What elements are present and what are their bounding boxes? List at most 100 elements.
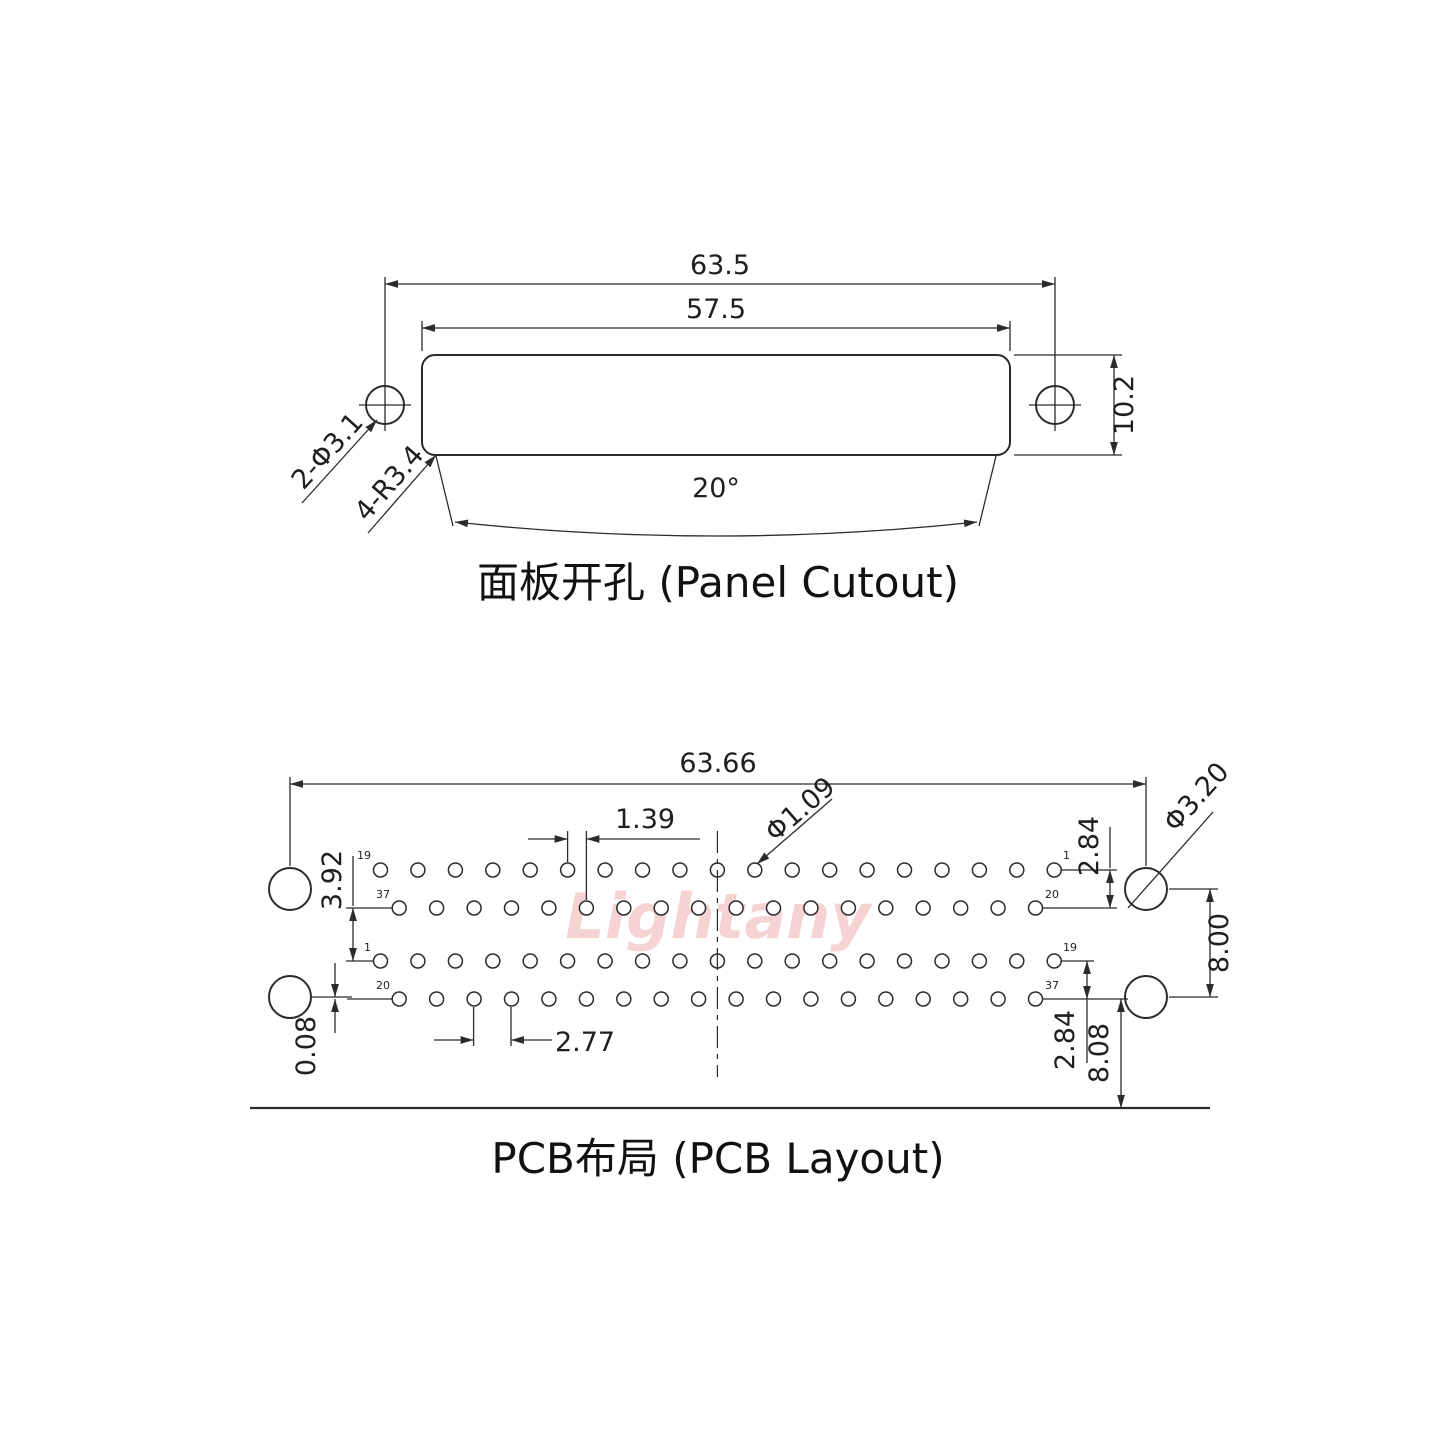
pin-hole (859, 862, 875, 878)
angle-flank-lines (435, 455, 997, 527)
dim-value: 2.84 (1050, 1010, 1081, 1070)
dim-mount-pitch-8-00: 8.00 (1169, 888, 1235, 998)
pin-hole (934, 862, 950, 878)
pin-hole (840, 991, 857, 1007)
pin-hole (934, 953, 950, 969)
crosshair (1029, 379, 1081, 431)
pin-hole (1046, 953, 1062, 969)
pin-hole (503, 900, 520, 916)
pcb-mount-hole-bottom-left (268, 975, 312, 1019)
pin-hole (747, 862, 763, 878)
extension-lines (421, 321, 1011, 351)
pin-hole (840, 900, 857, 916)
dim-value: 10.2 (1109, 375, 1140, 435)
watermark-text-bottom: Lightany (565, 880, 873, 953)
diameter-line (1127, 811, 1214, 909)
dim-row-pitch-top-2-84: 2.84 (1043, 816, 1117, 909)
pin-hole (466, 991, 482, 1007)
dim-angle-20deg: 20° (435, 455, 997, 537)
pin-hole (690, 900, 707, 916)
pin-hole (466, 900, 482, 916)
pin-label-row2-left: 37 (376, 888, 390, 901)
dim-mount-row-offset-0-08: 0.08 (291, 963, 392, 1076)
pin-label-row1-right: 1 (1063, 849, 1070, 862)
dim-half-pitch-1-39: 1.39 (528, 804, 700, 900)
dim-value: 2.77 (555, 1027, 615, 1058)
pin-hole (878, 900, 894, 916)
dim-overall-width-63-66: 63.66 (289, 748, 1147, 866)
pin-hole (559, 953, 576, 969)
pin-label-row4-right: 37 (1045, 979, 1059, 992)
pin-hole (784, 953, 800, 969)
pin-hole (765, 991, 782, 1007)
pin-hole (1046, 862, 1062, 878)
pin-hole (952, 900, 969, 916)
pin-hole (503, 991, 520, 1007)
dim-pin-pitch-2-77: 2.77 (434, 1007, 615, 1058)
pin-hole (896, 862, 913, 878)
pin-hole (522, 862, 538, 878)
pin-hole (1009, 862, 1025, 878)
pcb-mount-hole-top-left (268, 867, 312, 911)
extension-lines (384, 277, 1056, 379)
leader-line (301, 419, 378, 504)
angle-arc (454, 519, 978, 537)
pin-hole (821, 953, 838, 969)
dim-height-10-2: 10.2 (1014, 354, 1140, 456)
dim-value: 20° (692, 473, 740, 504)
pin-hole (578, 900, 595, 916)
pin-hole (634, 862, 651, 878)
dim-overall-width-63-5: 63.5 (384, 250, 1056, 379)
callout-corner-radius: 4-R3.4 (349, 440, 437, 534)
extension-lines (289, 777, 1147, 866)
pin-hole (485, 953, 501, 969)
dim-value: 8.00 (1204, 913, 1235, 973)
dim-inner-width-57-5: 57.5 (421, 294, 1011, 351)
callout-text: 4-R3.4 (349, 440, 431, 527)
pin-hole (541, 991, 557, 1007)
pin-hole (597, 953, 613, 969)
callout-pin-hole-diameter: Φ1.09 (756, 771, 842, 865)
callout-text: Φ3.20 (1158, 757, 1235, 838)
pin-hole (728, 900, 744, 916)
pin-hole (784, 862, 800, 878)
pin-hole (878, 991, 894, 1007)
pin-label-row2-right: 20 (1045, 888, 1059, 901)
pin-hole (541, 900, 557, 916)
pin-hole (634, 953, 651, 969)
pin-hole (428, 900, 445, 916)
panel-mount-hole-left (359, 379, 411, 431)
pin-hole (672, 862, 688, 878)
extension-lines (1014, 354, 1122, 456)
pin-hole (990, 900, 1006, 916)
pin-hole (690, 991, 707, 1007)
crosshair (359, 379, 411, 431)
pcb-layout-drawing: Lightany 63.66 19 37 1 20 1 20 19 37 1.3 (250, 748, 1235, 1183)
pin-hole (915, 900, 931, 916)
pin-label-row1-left: 19 (357, 849, 371, 862)
pin-hole (372, 862, 389, 878)
pin-hole (821, 862, 838, 878)
pin-hole (616, 991, 632, 1007)
dim-value: 8.08 (1084, 1023, 1115, 1083)
pin-hole (597, 862, 613, 878)
dim-value: 57.5 (686, 294, 746, 325)
dim-value: 63.5 (690, 250, 750, 281)
pin-label-row3-left: 1 (364, 941, 371, 954)
pin-hole (1009, 953, 1025, 969)
panel-cutout-title: 面板开孔 (Panel Cutout) (477, 558, 959, 607)
callout-text: Φ1.09 (760, 771, 842, 848)
pin-label-row4-left: 20 (376, 979, 390, 992)
pin-label-row3-right: 19 (1063, 941, 1077, 954)
pin-hole (803, 900, 819, 916)
pcb-layout-title: PCB布局 (PCB Layout) (491, 1134, 944, 1183)
pin-hole (990, 991, 1006, 1007)
pin-hole (391, 900, 407, 916)
pin-hole (447, 953, 464, 969)
pin-hole (372, 953, 389, 969)
pin-hole (428, 991, 445, 1007)
pin-hole (1027, 991, 1044, 1007)
pin-hole (952, 991, 969, 1007)
pin-hole (485, 862, 501, 878)
callout-text: 2-Φ3.1 (286, 407, 370, 495)
